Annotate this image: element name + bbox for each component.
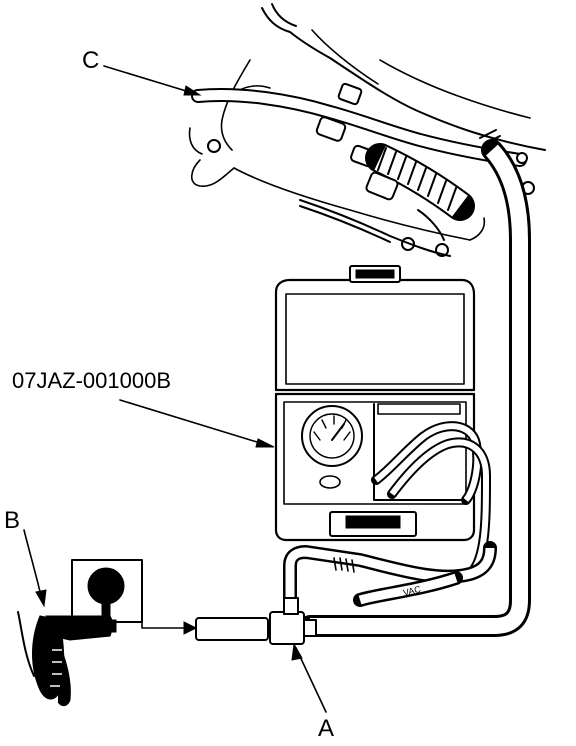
hand-vacuum-pump xyxy=(17,559,198,707)
tester-hose: VAC xyxy=(283,541,497,611)
t-fitting xyxy=(195,597,317,645)
tool-part-number-label: 07JAZ-001000B xyxy=(12,368,171,393)
vacuum-tester-case xyxy=(274,265,491,579)
callout-label-c: C xyxy=(82,47,99,74)
vacuum-hose xyxy=(299,129,531,637)
engine-bay-illustration xyxy=(188,3,546,257)
hose-marking-label: VAC xyxy=(402,584,422,598)
callout-label-a: A xyxy=(318,715,334,742)
callout-label-b: B xyxy=(4,507,20,534)
leader-lines xyxy=(23,65,327,713)
